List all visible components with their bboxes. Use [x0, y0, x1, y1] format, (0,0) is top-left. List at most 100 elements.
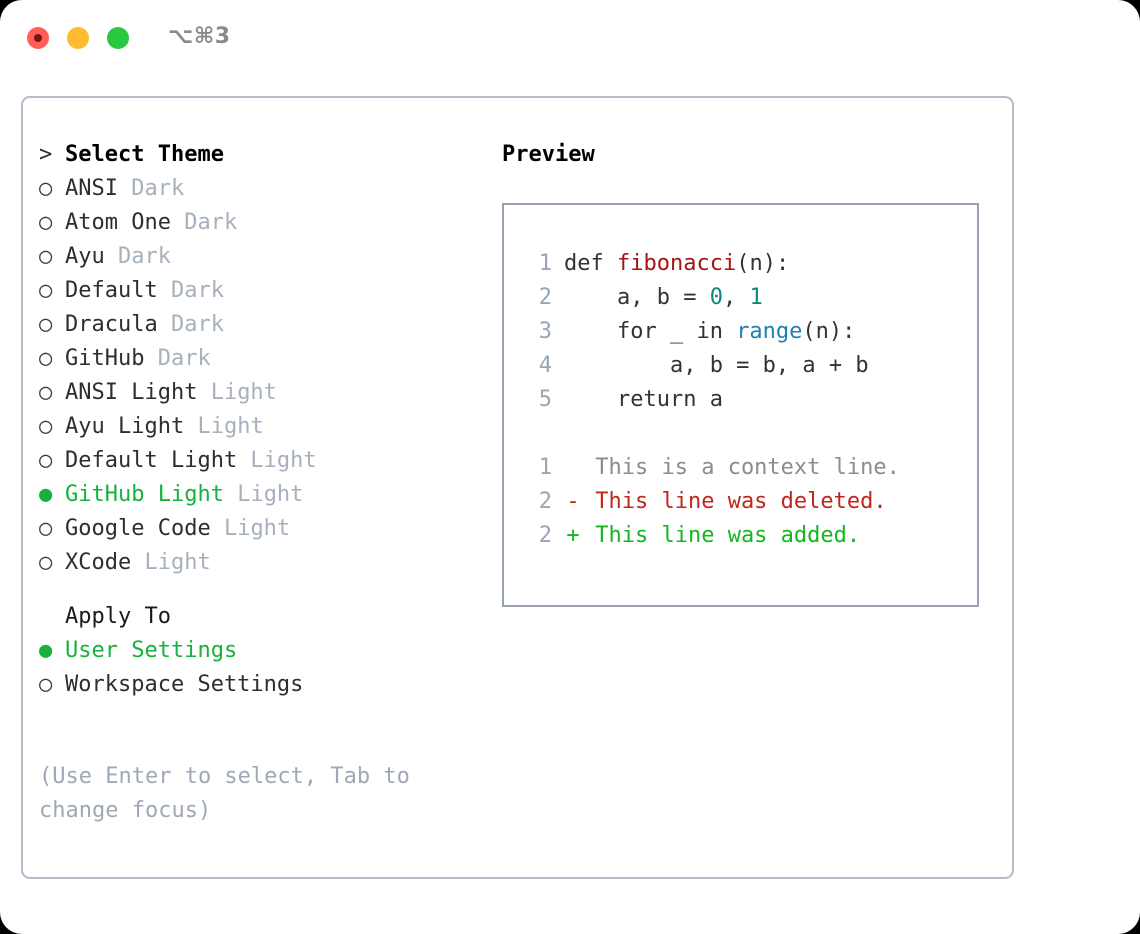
title-bar: ⌥⌘3: [0, 0, 1140, 78]
theme-option-google-code[interactable]: ○ Google Code Light: [39, 516, 489, 550]
diff-line-ctx: 1 This is a context line.: [522, 451, 977, 485]
code-line: 4 a, b = b, a + b: [522, 349, 977, 383]
code-line-text: a, b = 0, 1: [564, 281, 763, 315]
apply-to-option-user-settings[interactable]: ● User Settings: [39, 638, 489, 672]
code-token-call: range: [736, 319, 803, 344]
select-theme-title: Select Theme: [65, 142, 224, 167]
code-line-text: for _ in range(n):: [564, 315, 855, 349]
theme-variant-badge: Light: [223, 482, 304, 507]
code-line-text: return a: [564, 383, 723, 417]
diff-line-text: This line was added.: [582, 523, 861, 548]
radio-selected-icon: ●: [39, 638, 53, 663]
theme-option-github[interactable]: ○GitHub Dark: [39, 346, 489, 380]
theme-selector-column: > Select Theme ○ANSI Dark○Atom One Dark○…: [39, 142, 489, 706]
theme-option-label: XCode: [65, 550, 132, 575]
content-panel: > Select Theme ○ANSI Dark○Atom One Dark○…: [21, 96, 1014, 879]
theme-option-label: GitHub Light: [65, 482, 224, 507]
code-token-num: 1: [749, 285, 763, 310]
apply-to-marker-placeholder: [39, 604, 65, 629]
theme-variant-badge: Dark: [157, 312, 224, 337]
code-line-number: 5: [538, 387, 552, 412]
theme-variant-badge: Dark: [170, 210, 238, 235]
code-line-number: 1: [538, 251, 552, 276]
code-line: 2 a, b = 0, 1: [522, 281, 977, 315]
code-line-text: def fibonacci(n):: [564, 247, 789, 281]
theme-option-label: Google Code: [65, 516, 211, 541]
code-token-plain: def: [564, 251, 617, 276]
radio-unselected-icon: ○: [39, 278, 53, 303]
keyboard-hint-text: (Use Enter to select, Tab to change focu…: [39, 764, 410, 823]
theme-option-label: Default: [65, 278, 158, 303]
code-token-plain: a, b = b, a + b: [564, 353, 869, 378]
theme-option-github-light[interactable]: ● GitHub Light Light: [39, 482, 489, 516]
code-diff-spacer: [522, 417, 977, 451]
minimize-window-button[interactable]: [67, 27, 89, 49]
close-window-button[interactable]: [27, 27, 49, 49]
radio-unselected-icon: ○: [39, 448, 53, 473]
theme-variant-badge: Light: [131, 550, 211, 575]
theme-option-label: Default Light: [65, 448, 238, 473]
theme-option-label: ANSI Light: [65, 380, 198, 405]
diff-line-text: This line was deleted.: [582, 489, 887, 514]
radio-unselected-icon: ○: [39, 210, 53, 235]
theme-option-dracula[interactable]: ○ Dracula Dark: [39, 312, 489, 346]
apply-to-title: Apply To: [65, 604, 171, 629]
theme-option-ayu[interactable]: ○Ayu Dark: [39, 244, 489, 278]
theme-option-ansi-light[interactable]: ○ANSI Light Light: [39, 380, 489, 414]
code-token-plain: for _ in: [564, 319, 737, 344]
code-line-number: 3: [538, 319, 552, 344]
code-token-plain: return a: [564, 387, 723, 412]
diff-line-number: 2: [538, 489, 552, 514]
keyboard-shortcut-label: ⌥⌘3: [168, 24, 231, 49]
theme-option-label: GitHub: [65, 346, 145, 371]
theme-option-label: Ayu: [65, 244, 105, 269]
radio-unselected-icon: ○: [39, 414, 53, 439]
theme-option-default[interactable]: ○ Default Dark: [39, 278, 489, 312]
diff-line-text: This is a context line.: [582, 455, 900, 480]
diff-marker-icon: [564, 451, 582, 485]
radio-selected-icon: ●: [39, 482, 53, 507]
apply-to-option-label: User Settings: [65, 638, 238, 663]
radio-unselected-icon: ○: [39, 672, 53, 697]
theme-variant-badge: Light: [237, 448, 317, 473]
theme-option-xcode[interactable]: ○XCode Light: [39, 550, 489, 584]
theme-option-list: ○ANSI Dark○Atom One Dark○Ayu Dark○Defaul…: [39, 176, 489, 584]
radio-unselected-icon: ○: [39, 516, 53, 541]
diff-marker-icon: -: [566, 489, 580, 514]
theme-option-label: Atom One: [65, 210, 171, 235]
theme-variant-badge: Light: [210, 516, 291, 541]
theme-variant-badge: Dark: [144, 346, 211, 371]
radio-unselected-icon: ○: [39, 244, 53, 269]
theme-option-label: Ayu Light: [65, 414, 185, 439]
theme-option-default-light[interactable]: ○ Default Light Light: [39, 448, 489, 482]
radio-unselected-icon: ○: [39, 380, 53, 405]
radio-unselected-icon: ○: [39, 176, 53, 201]
theme-option-ayu-light[interactable]: ○Ayu Light Light: [39, 414, 489, 448]
code-token-plain: (n):: [736, 251, 790, 276]
theme-variant-badge: Dark: [157, 278, 224, 303]
diff-line-del: 2- This line was deleted.: [522, 485, 977, 519]
diff-line-add: 2 + This line was added.: [522, 519, 977, 553]
code-line: 5 return a: [522, 383, 977, 417]
apply-to-option-workspace-settings[interactable]: ○Workspace Settings: [39, 672, 489, 706]
code-token-plain: a, b =: [564, 285, 710, 310]
maximize-window-button[interactable]: [107, 27, 129, 49]
code-line: 1 def fibonacci(n):: [522, 247, 977, 281]
code-line-number: 2: [538, 285, 552, 310]
radio-unselected-icon: ○: [39, 312, 53, 337]
theme-option-label: Dracula: [65, 312, 158, 337]
theme-option-atom-one[interactable]: ○ Atom One Dark: [39, 210, 489, 244]
code-token-plain: ,: [722, 285, 750, 310]
diff-marker-icon: +: [566, 523, 580, 548]
diff-line-number: 2: [538, 523, 552, 548]
code-line: 3 for _ in range(n):: [522, 315, 977, 349]
section-spacer: [39, 584, 489, 604]
theme-option-ansi[interactable]: ○ANSI Dark: [39, 176, 489, 210]
theme-variant-badge: Dark: [117, 176, 185, 201]
preview-title: Preview: [502, 142, 595, 167]
code-token-func: fibonacci: [616, 251, 737, 276]
prompt-caret-icon: >: [39, 142, 53, 167]
apply-to-header: Apply To: [39, 604, 489, 638]
